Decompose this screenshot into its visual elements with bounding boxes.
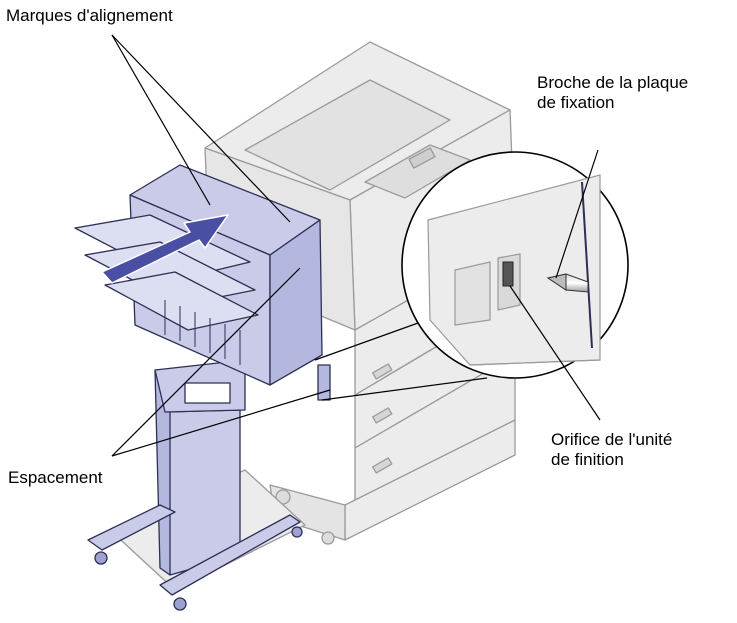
detail-magnifier bbox=[314, 151, 629, 401]
callout-plate-pin-line-2: de fixation bbox=[537, 93, 615, 112]
magnifier-tangent-lower bbox=[321, 377, 488, 401]
callout-plate-pin: Broche de la plaque de fixation bbox=[537, 73, 688, 113]
stand-wheel bbox=[291, 526, 303, 538]
finisher-side bbox=[269, 219, 323, 386]
tray-1-handle bbox=[372, 363, 393, 380]
stand-wheel bbox=[173, 597, 187, 611]
stand-foot-right bbox=[159, 514, 301, 596]
stand-wheel bbox=[94, 551, 108, 565]
callout-finisher-hole-line-2: de finition bbox=[551, 450, 624, 469]
magnified-panel-edge bbox=[581, 181, 593, 349]
finisher-bin-lower bbox=[104, 271, 259, 331]
leader-finisher-hole bbox=[509, 285, 601, 421]
stand-frame-opening bbox=[184, 382, 231, 404]
printer-display bbox=[408, 147, 436, 169]
finisher-stand bbox=[87, 359, 306, 611]
insertion-arrow-icon bbox=[101, 214, 229, 284]
leader-alignment-marks-1 bbox=[111, 34, 211, 206]
callout-finisher-hole-line-1: Orifice de l'unité bbox=[551, 430, 673, 449]
tray-3-handle bbox=[372, 457, 393, 474]
printer-output-recess bbox=[244, 79, 451, 191]
leader-spacing-2 bbox=[111, 389, 331, 457]
stand-foot-left bbox=[87, 504, 176, 551]
finisher-latch bbox=[317, 364, 331, 401]
callout-spacing: Espacement bbox=[8, 468, 103, 487]
printer-operator-panel bbox=[364, 144, 471, 199]
callout-plate-pin-line-1: Broche de la plaque bbox=[537, 73, 689, 92]
finisher-hole-icon bbox=[502, 261, 514, 287]
tray-2-handle bbox=[372, 407, 393, 424]
leader-spacing-1 bbox=[111, 267, 301, 457]
callout-finisher-hole: Orifice de l'unité de finition bbox=[551, 430, 672, 470]
magnifier-tangent-upper bbox=[314, 317, 433, 361]
attachment-pin-icon bbox=[546, 273, 589, 293]
leader-plate-pin bbox=[555, 149, 599, 279]
leader-alignment-marks-2 bbox=[111, 34, 291, 223]
leader-lines bbox=[111, 34, 601, 457]
callout-alignment-marks: Marques d'alignement bbox=[6, 6, 173, 25]
